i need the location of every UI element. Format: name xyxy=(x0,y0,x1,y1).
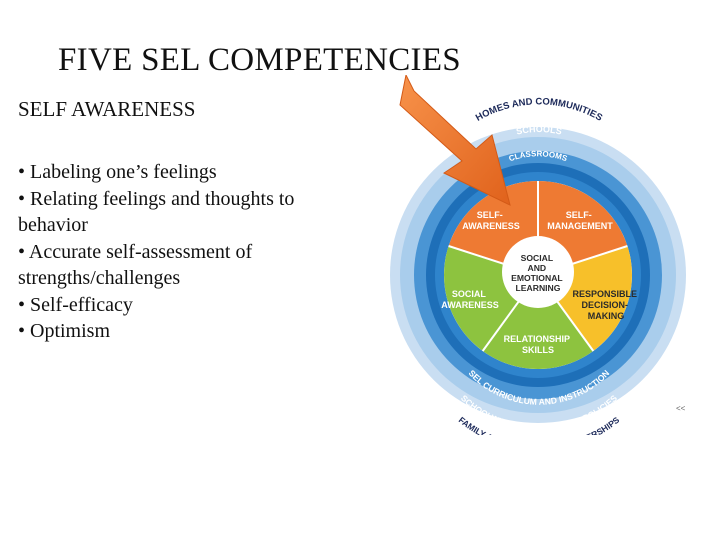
label-homes-communities: HOMES AND COMMUNITIES xyxy=(474,96,604,123)
corner-mark: << xyxy=(676,404,686,413)
label-social-awareness: SOCIAL AWARENESS xyxy=(441,289,499,310)
bullet-item: • Labeling one’s feelings xyxy=(18,161,217,183)
bullet-item: • Accurate self-assessment of strengths/… xyxy=(18,240,253,290)
pointer-arrow-icon xyxy=(399,75,511,206)
label-decision-making: RESPONSIBLE DECISION- MAKING xyxy=(572,289,639,321)
bullet-item: • Relating feelings and thoughts to beha… xyxy=(18,187,295,237)
label-self-management: SELF- MANAGEMENT xyxy=(547,210,613,231)
label-self-awareness: SELF- AWARENESS xyxy=(462,210,520,231)
segment-relationship-skills xyxy=(482,275,594,369)
slide-title: FIVE SEL COMPETENCIES xyxy=(58,42,461,78)
label-relationship-skills: RELATIONSHIP SKILLS xyxy=(504,334,573,355)
label-schools: SCHOOLS xyxy=(515,124,563,137)
center-circle xyxy=(502,236,574,308)
sel-wheel-diagram: SOCIAL AND EMOTIONAL LEARNING SELF- AWAR… xyxy=(388,75,688,435)
center-label: SOCIAL AND EMOTIONAL LEARNING xyxy=(511,253,565,293)
bullet-item: • Optimism xyxy=(18,320,111,342)
slide-subtitle: SELF AWARENESS xyxy=(18,97,196,121)
bullet-item: • Self-efficacy xyxy=(18,293,133,316)
bullet-list: • Labeling one’s feelings • Relating fee… xyxy=(18,159,363,345)
sel-wheel-svg: SOCIAL AND EMOTIONAL LEARNING SELF- AWAR… xyxy=(390,75,686,435)
